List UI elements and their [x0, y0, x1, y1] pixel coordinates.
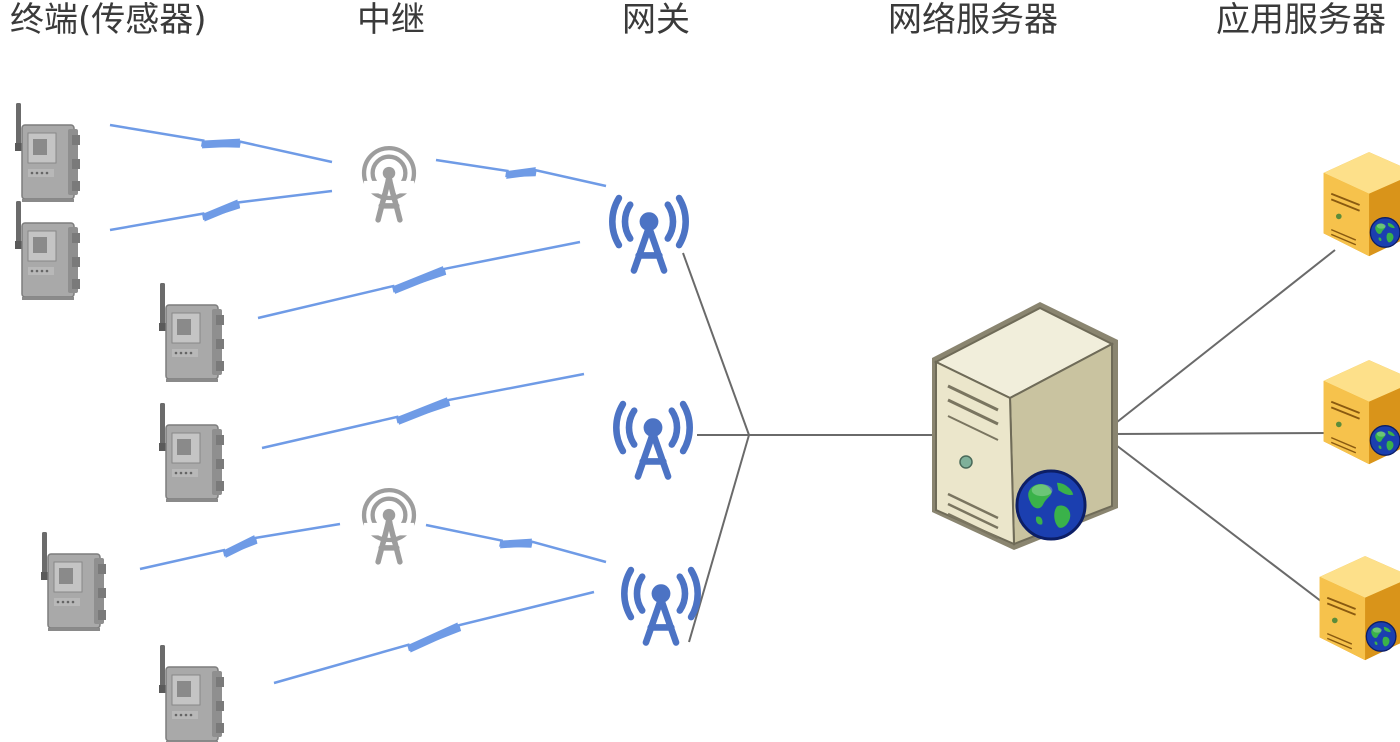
- sensor-device-icon: [158, 402, 225, 503]
- application-server-globe-icon: [1324, 152, 1400, 256]
- terminal-group: [14, 102, 225, 742]
- wireless-link-bolt: [408, 622, 460, 653]
- wired-link-app-server-1: [1111, 249, 1336, 427]
- gateway-tower-icon: [612, 198, 685, 270]
- wireless-link-bolt: [201, 138, 241, 149]
- gateway-group: [612, 198, 697, 642]
- app-server-group: [1320, 152, 1400, 660]
- header-relay: 中继: [357, 0, 425, 40]
- sensor-device-icon: [14, 102, 81, 203]
- wireless-link-bolt: [499, 538, 533, 549]
- wired-link-app-server-3: [1111, 441, 1331, 609]
- wireless-link-bolt: [506, 167, 536, 179]
- wired-links: [682, 249, 1336, 643]
- relay-tower-icon: [364, 148, 414, 220]
- wireless-link-bolt: [224, 535, 256, 558]
- header-network-server: 网络服务器: [888, 0, 1058, 40]
- wireless-link-bolt: [393, 266, 445, 294]
- application-server-globe-icon: [1324, 360, 1400, 464]
- sensor-device-icon: [14, 200, 81, 301]
- header-app-server: 应用服务器: [1216, 0, 1386, 40]
- wireless-links: [109, 123, 607, 685]
- relay-tower-icon: [364, 490, 414, 562]
- application-server-globe-icon: [1320, 556, 1400, 660]
- wired-link-gateway-3: [688, 434, 750, 643]
- network-server-globe-icon: [932, 302, 1118, 550]
- sensor-device-icon: [40, 531, 107, 632]
- sensor-device-icon: [158, 282, 225, 383]
- header-terminal: 终端(传感器): [10, 0, 207, 40]
- wireless-link-bolt: [203, 199, 239, 222]
- sensor-device-icon: [158, 644, 225, 742]
- gateway-tower-icon: [616, 404, 689, 476]
- header-gateway: 网关: [622, 0, 690, 40]
- relay-group: [364, 148, 414, 562]
- wired-link-app-server-2: [1111, 432, 1331, 435]
- wireless-link-bolt: [397, 397, 449, 425]
- wired-link-gateway-1: [682, 252, 750, 436]
- gateway-tower-icon: [624, 570, 697, 642]
